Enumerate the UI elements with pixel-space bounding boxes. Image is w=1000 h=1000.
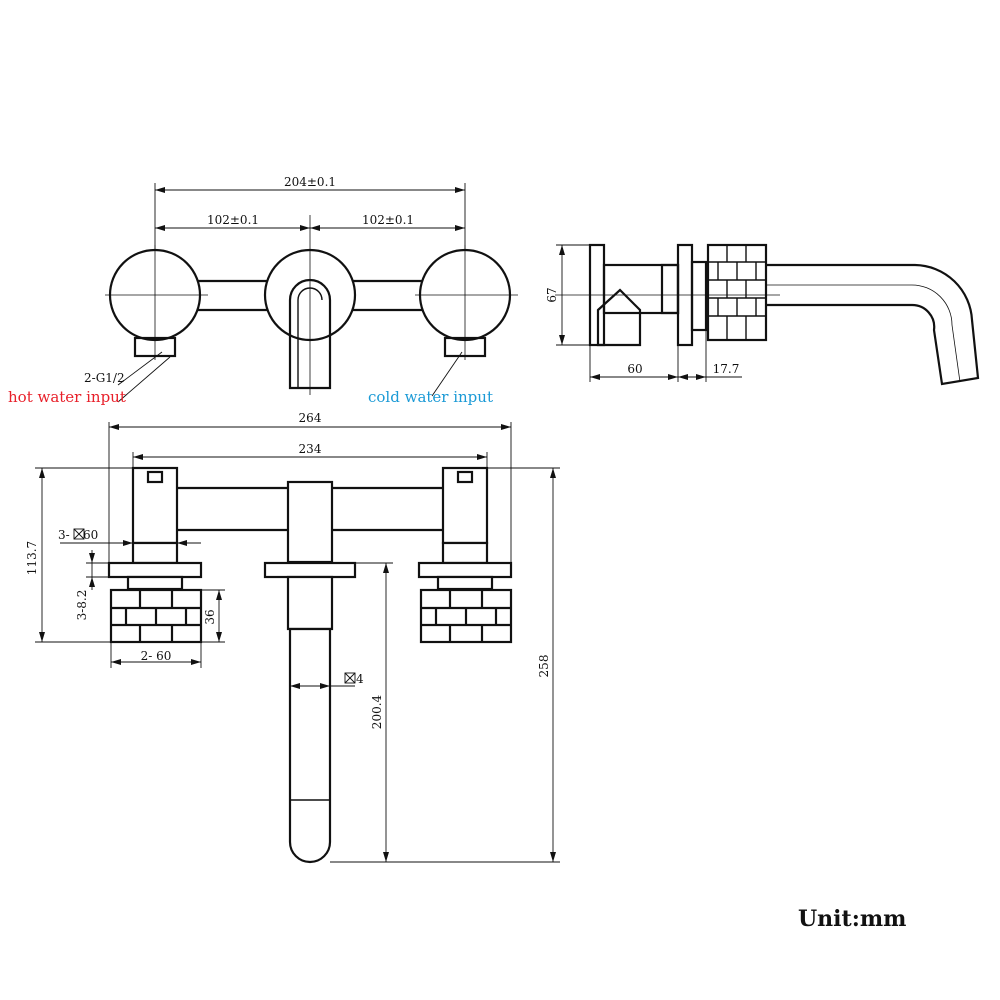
- thread-dim: 2-G1/2: [84, 371, 125, 385]
- body-height-dim: 113.7: [25, 541, 39, 575]
- total-spacing-dim: 204±0.1: [284, 175, 336, 189]
- overall-height-dim: 258: [537, 655, 551, 678]
- square-stem-size: 60: [83, 528, 98, 542]
- side-handle: [706, 243, 768, 342]
- side-height-dim: 67: [545, 287, 559, 302]
- cold-water-input-label: cold water input: [368, 388, 493, 406]
- unit-label: Unit:mm: [798, 906, 906, 932]
- side-view: 67 60 17.7: [545, 243, 980, 386]
- right-spacing-dim: 102±0.1: [362, 213, 414, 227]
- left-valve-body: [131, 466, 179, 545]
- right-valve-body: [441, 466, 489, 545]
- spout-square-dim: 4: [356, 672, 364, 686]
- left-spacing-dim: 102±0.1: [207, 213, 259, 227]
- side-plate-dim: 17.7: [713, 362, 740, 376]
- spout-body: [286, 480, 334, 564]
- overall-width-dim: 264: [299, 411, 322, 425]
- handle-height-dim: 36: [203, 609, 217, 624]
- top-view: 204±0.1 102±0.1 102±0.1 2-G1/2 hot water…: [8, 175, 518, 406]
- spout-length-dim: 200.4: [370, 694, 384, 729]
- square-stem-dim: 3-: [58, 528, 70, 542]
- right-handle: [419, 588, 513, 644]
- front-view: 264 234 113.7 3- 60 3-8.2: [25, 411, 560, 864]
- handle-gap-dim: 3-8.2: [75, 590, 89, 621]
- handle-width-dim: 2- 60: [141, 649, 172, 663]
- side-depth-dim: 60: [627, 362, 642, 376]
- left-handle: [109, 588, 203, 644]
- hot-water-input-label: hot water input: [8, 388, 126, 406]
- spout-tube: [288, 627, 332, 864]
- body-width-dim: 234: [299, 442, 322, 456]
